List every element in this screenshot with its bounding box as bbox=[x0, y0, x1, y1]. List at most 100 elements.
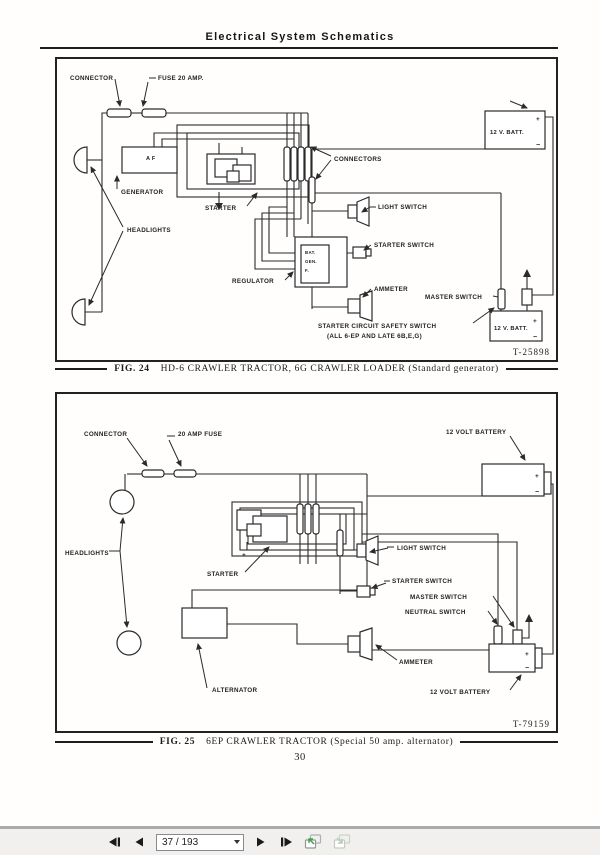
battery-minus: − bbox=[533, 334, 537, 341]
fig25-reference-number: T-79159 bbox=[512, 719, 550, 729]
first-page-icon bbox=[108, 837, 120, 847]
safety-switch-component bbox=[521, 288, 533, 306]
ammeter-component bbox=[347, 635, 361, 653]
page-navigation bbox=[106, 829, 352, 855]
label-generator-terminals: A F bbox=[146, 156, 156, 162]
fig25-frame: CONNECTOR 20 AMP FUSE 12 VOLT BATTERY HE… bbox=[55, 392, 558, 733]
label-starter-switch: STARTER SWITCH bbox=[392, 578, 452, 585]
battery-bottom-shadow bbox=[534, 647, 543, 669]
label-fuse: 20 AMP FUSE bbox=[178, 431, 222, 438]
starter-switch-component bbox=[356, 585, 371, 598]
fig25-pointers bbox=[109, 435, 526, 691]
label-neutral-switch: NEUTRAL SWITCH bbox=[405, 609, 466, 616]
battery-top-box bbox=[481, 463, 545, 497]
fig24-reference-number: T-25898 bbox=[512, 347, 550, 357]
connector-capsule-single bbox=[308, 176, 316, 204]
regulator-terminal-box bbox=[300, 244, 330, 284]
connector-capsule bbox=[312, 503, 320, 535]
generator-box bbox=[121, 146, 178, 174]
label-alternator: ALTERNATOR bbox=[212, 687, 257, 694]
label-master-switch: MASTER SWITCH bbox=[425, 294, 482, 301]
connector-capsule bbox=[283, 146, 291, 182]
label-starter: STARTER bbox=[207, 571, 239, 578]
label-starter-switch: STARTER SWITCH bbox=[374, 242, 434, 249]
page-number-combobox[interactable] bbox=[156, 833, 244, 851]
master-ground-arrow bbox=[525, 614, 533, 622]
fuse-component bbox=[173, 469, 197, 478]
connector-capsule bbox=[296, 503, 304, 535]
headlight-upper bbox=[109, 489, 135, 515]
fig24-pointers bbox=[88, 77, 528, 324]
prev-page-icon bbox=[135, 837, 143, 847]
last-page-button[interactable] bbox=[278, 834, 294, 850]
label-battery-top: 12 V. BATT. bbox=[490, 130, 524, 136]
label-connectors: CONNECTORS bbox=[334, 156, 382, 163]
connector-capsule-single bbox=[336, 529, 344, 557]
connector-capsule bbox=[304, 503, 312, 535]
label-fuse: FUSE 20 AMP. bbox=[158, 75, 204, 82]
next-page-icon bbox=[257, 837, 265, 847]
first-page-button[interactable] bbox=[106, 834, 122, 850]
light-switch-component bbox=[356, 543, 367, 558]
starter-ground-arrow bbox=[215, 203, 223, 210]
page-number: 30 bbox=[294, 752, 306, 763]
fig25-caption: FIG. 25 6EP CRAWLER TRACTOR (Special 50 … bbox=[55, 737, 558, 747]
label-battery-bottom: 12 VOLT BATTERY bbox=[430, 689, 491, 696]
label-reg-gen: GEN. bbox=[305, 259, 317, 264]
starter-switch-component bbox=[352, 246, 367, 259]
alternator-box bbox=[181, 607, 228, 639]
connector-capsule bbox=[290, 146, 298, 182]
connector-component bbox=[106, 108, 132, 118]
battery-minus: − bbox=[525, 665, 529, 672]
battery-bottom-box bbox=[489, 310, 543, 342]
label-connector: CONNECTOR bbox=[84, 431, 127, 438]
starter-plus-mark: + bbox=[242, 552, 246, 559]
page-number-input[interactable] bbox=[157, 835, 231, 849]
next-view-button[interactable] bbox=[332, 833, 352, 851]
battery-minus: − bbox=[535, 489, 539, 496]
label-reg-f: F. bbox=[305, 268, 309, 273]
battery-plus: + bbox=[535, 473, 539, 480]
fig24-components bbox=[71, 108, 546, 342]
headlight-upper bbox=[73, 146, 88, 174]
page-title: Electrical System Schematics bbox=[205, 31, 395, 43]
connector-component bbox=[141, 469, 165, 478]
connector-capsule bbox=[297, 146, 305, 182]
label-light-switch: LIGHT SWITCH bbox=[397, 545, 446, 552]
fig24-caption-number: FIG. 24 bbox=[114, 364, 150, 374]
fig24-frame: CONNECTOR FUSE 20 AMP. HEADLIGHTS GENERA… bbox=[55, 57, 558, 362]
viewer-toolbar bbox=[0, 826, 600, 855]
fig25-caption-number: FIG. 25 bbox=[159, 737, 196, 747]
headlight-lower bbox=[71, 298, 86, 326]
previous-view-button[interactable] bbox=[303, 833, 323, 851]
neutral-switch-component bbox=[493, 625, 503, 645]
battery-plus: + bbox=[536, 116, 540, 123]
fig24-caption: FIG. 24 HD-6 CRAWLER TRACTOR, 6G CRAWLER… bbox=[55, 364, 558, 374]
label-light-switch: LIGHT SWITCH bbox=[378, 204, 427, 211]
ammeter-component bbox=[347, 298, 361, 314]
next-view-icon bbox=[333, 834, 351, 849]
document-page: Electrical System Schematics bbox=[0, 0, 600, 826]
label-headlights: HEADLIGHTS bbox=[65, 550, 109, 557]
fig24-caption-text: HD-6 CRAWLER TRACTOR, 6G CRAWLER LOADER … bbox=[160, 364, 499, 374]
label-connector: CONNECTOR bbox=[70, 75, 113, 82]
master-switch-component bbox=[497, 288, 506, 310]
fig25-components bbox=[109, 463, 552, 673]
battery-plus: + bbox=[533, 318, 537, 325]
label-master-switch: MASTER SWITCH bbox=[410, 594, 467, 601]
next-page-button[interactable] bbox=[253, 834, 269, 850]
label-battery-top: 12 VOLT BATTERY bbox=[446, 429, 507, 436]
label-battery-bottom: 12 V. BATT. bbox=[494, 326, 528, 332]
label-ammeter: AMMETER bbox=[399, 659, 433, 666]
label-starter: STARTER bbox=[205, 205, 237, 212]
dropdown-caret-icon bbox=[234, 840, 240, 844]
label-reg-bat: BAT. bbox=[305, 250, 316, 255]
battery-bottom-box bbox=[488, 643, 536, 673]
connector-capsule bbox=[304, 146, 312, 182]
master-ground-arrow bbox=[523, 269, 531, 277]
last-page-icon bbox=[280, 837, 292, 847]
combobox-dropdown[interactable] bbox=[231, 835, 243, 850]
battery-top-shadow bbox=[543, 471, 552, 495]
previous-page-button[interactable] bbox=[131, 834, 147, 850]
prev-view-icon bbox=[304, 834, 322, 849]
